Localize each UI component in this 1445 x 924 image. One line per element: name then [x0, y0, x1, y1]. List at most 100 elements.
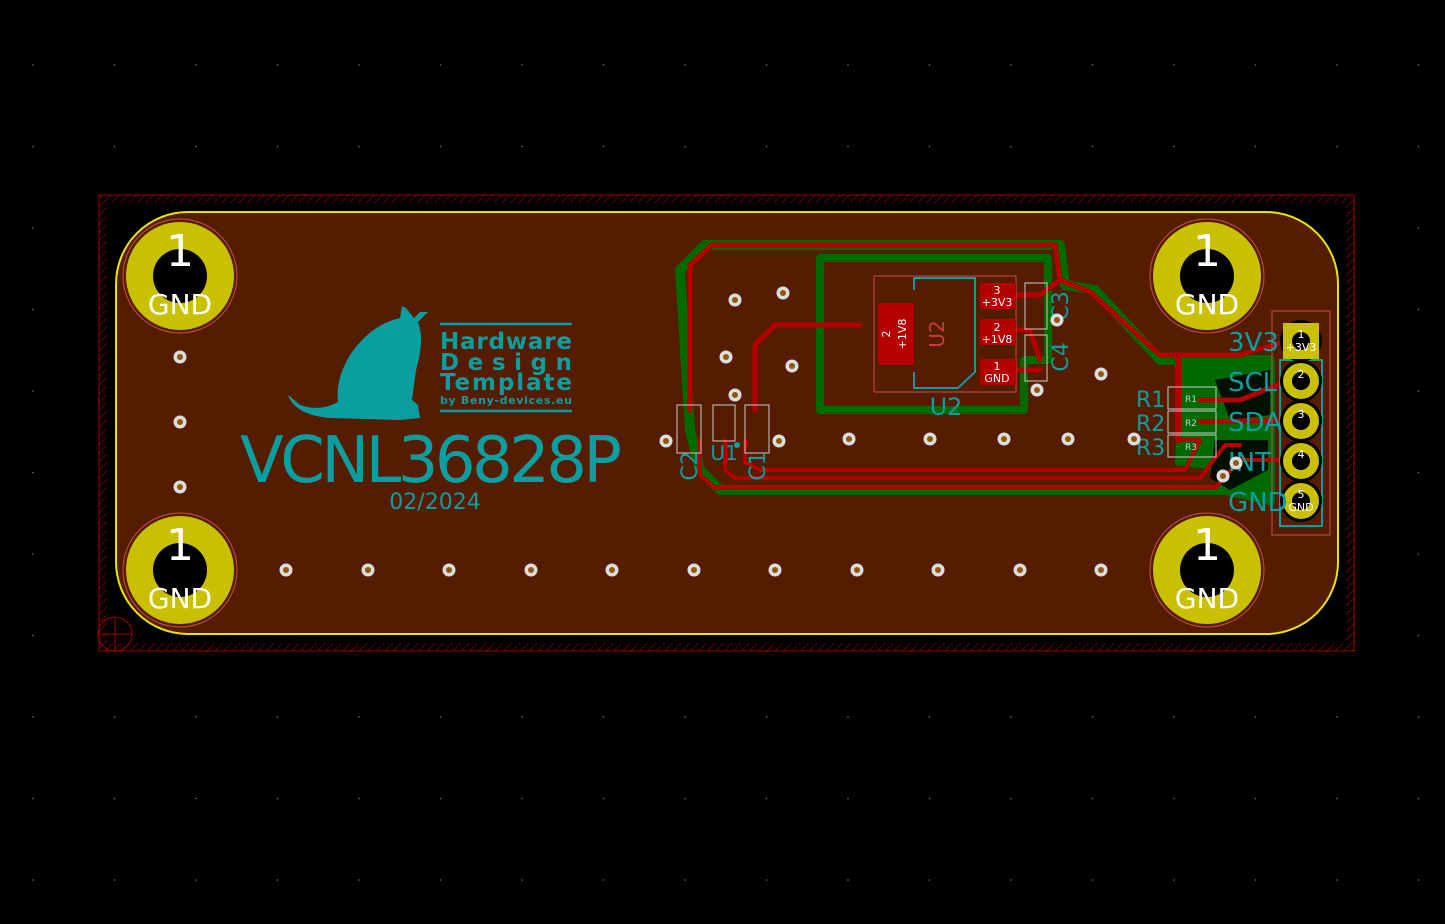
r1-footprint[interactable]: [1167, 386, 1217, 410]
via: [279, 563, 293, 577]
grid-dot: [1417, 797, 1420, 800]
cat-logo-icon: [288, 306, 428, 420]
u2-pin-net: +1V8: [982, 333, 1013, 346]
grid-dot: [1010, 145, 1012, 148]
grid-dot: [847, 797, 849, 800]
grid-dot: [32, 390, 34, 392]
u2-tab-pad[interactable]: [878, 303, 914, 365]
via: [173, 415, 187, 429]
u2-fab-ref: U2: [925, 320, 949, 347]
grid-dot: [1254, 64, 1257, 66]
grid-dot: [32, 879, 34, 881]
hole-pad-net: GND: [148, 288, 212, 321]
grid-dot: [847, 145, 849, 148]
u1-footprint[interactable]: [712, 404, 736, 442]
via: [173, 480, 187, 494]
via: [1127, 432, 1141, 446]
hole-pad-number: 1: [166, 226, 194, 277]
grid-dot: [358, 64, 360, 66]
grid-dot: [765, 879, 768, 881]
via: [361, 563, 375, 577]
via: [772, 434, 786, 448]
via: [850, 563, 864, 577]
grid-dot: [32, 797, 34, 800]
via: [1094, 563, 1108, 577]
connector-pin-net: GND: [1288, 501, 1313, 514]
u2-pin-number: 3: [994, 284, 1001, 297]
r2-footprint[interactable]: [1167, 410, 1217, 434]
connector-pin-2[interactable]: 2: [1280, 360, 1322, 402]
grid-dot: [32, 64, 34, 66]
grid-dot: [521, 797, 523, 800]
c3-footprint[interactable]: [1024, 282, 1048, 330]
via: [442, 563, 456, 577]
connector-pin-3[interactable]: 3: [1280, 400, 1322, 442]
via: [1013, 563, 1027, 577]
connector-pin-4[interactable]: 4: [1280, 440, 1322, 482]
grid-dot: [358, 879, 360, 881]
via: [1229, 456, 1243, 470]
board-date: 02/2024: [389, 490, 480, 515]
u2-pin-number: 1: [994, 360, 1001, 373]
via: [605, 563, 619, 577]
grid-dot: [32, 716, 34, 718]
connector-pin-number: 4: [1298, 448, 1305, 461]
via: [768, 563, 782, 577]
grid-dot: [1336, 145, 1338, 148]
grid-dot: [195, 879, 197, 881]
grid-dot: [602, 879, 605, 881]
u2-pin-2[interactable]: 2 +1V8: [980, 319, 1016, 346]
grid-dot: [1417, 634, 1420, 637]
grid-dot: [765, 64, 768, 66]
origin-marker: [97, 616, 133, 652]
u1-pin1-marker: [734, 442, 740, 448]
connector-pin-1[interactable]: 1+3V3: [1280, 320, 1322, 362]
c1-footprint[interactable]: [744, 404, 770, 454]
grid-dot: [32, 553, 34, 555]
grid-dot: [847, 716, 849, 718]
grid-dot: [1173, 145, 1175, 148]
grid-dot: [602, 797, 605, 800]
via: [1030, 383, 1044, 397]
via: [923, 432, 937, 446]
grid-dot: [1254, 797, 1257, 800]
u2-pin-net: GND: [984, 372, 1009, 385]
via: [1061, 432, 1075, 446]
connector-label-sda: SDA: [1228, 408, 1282, 438]
grid-dot: [439, 145, 442, 148]
grid-dot: [276, 797, 279, 800]
grid-dot: [521, 145, 523, 148]
r3-footprint[interactable]: [1167, 434, 1217, 458]
u2-pin-1[interactable]: 1 GND: [980, 359, 1016, 385]
grid-dot: [1173, 797, 1175, 800]
via: [728, 388, 742, 402]
connector-courtyard: [1271, 310, 1331, 536]
grid-dot: [276, 716, 279, 718]
grid-dot: [1091, 716, 1094, 718]
u2-pin-3[interactable]: 3 +3V3: [980, 283, 1016, 309]
grid-dot: [928, 145, 931, 148]
c2-footprint[interactable]: [676, 404, 702, 454]
hole-pad-number: 1: [1193, 520, 1221, 571]
grid-dot: [1173, 64, 1175, 66]
r3-fab-ref: R3: [1185, 443, 1197, 453]
grid-dot: [113, 145, 116, 148]
grid-dot: [1173, 716, 1175, 718]
c4-footprint[interactable]: [1024, 334, 1048, 382]
grid-dot: [602, 716, 605, 718]
grid-dot: [358, 145, 360, 148]
grid-dot: [276, 879, 279, 881]
via: [719, 350, 733, 364]
r1-ref-label: R1: [1136, 388, 1165, 413]
via: [1216, 469, 1230, 483]
logo-text-template: Template: [440, 370, 572, 396]
